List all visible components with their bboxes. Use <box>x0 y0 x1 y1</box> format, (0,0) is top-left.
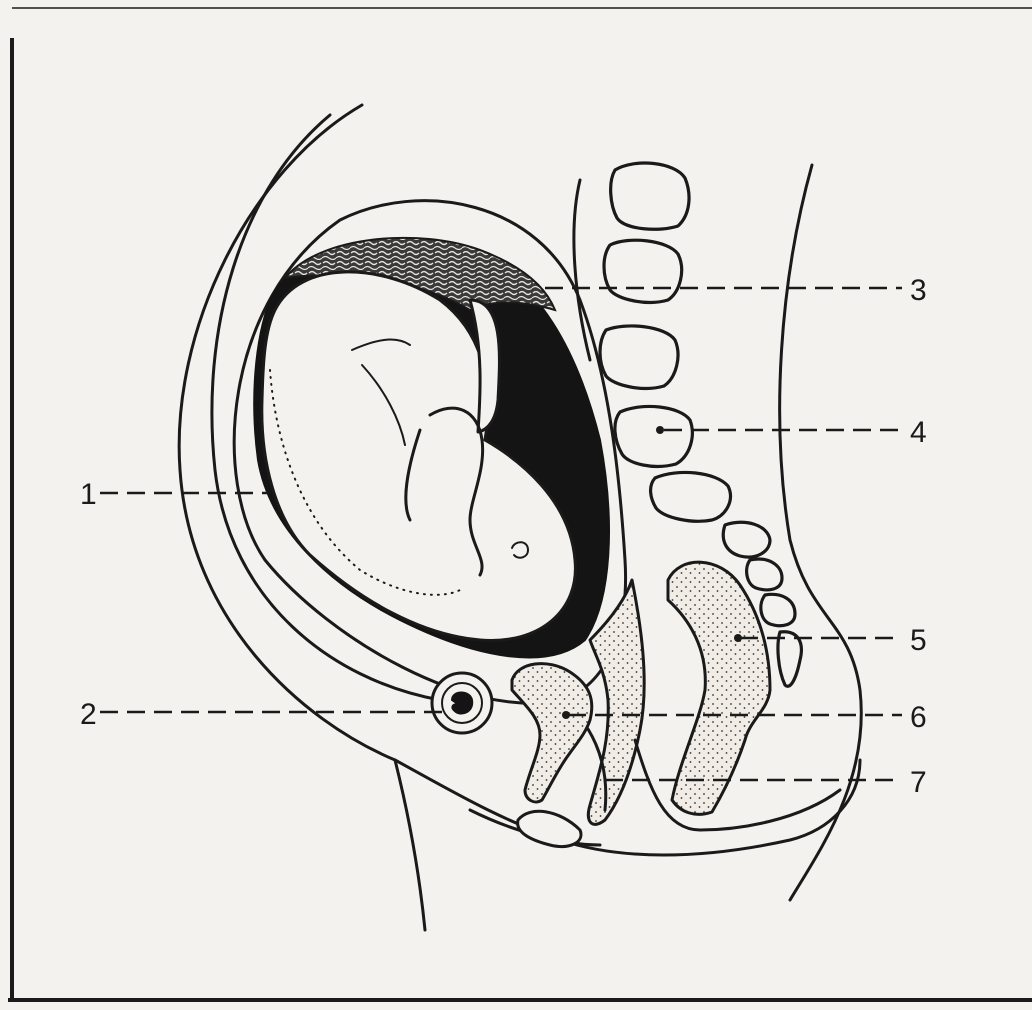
vertebra-1 <box>611 163 689 229</box>
vertebra-pointer-dot <box>656 426 664 434</box>
pubic-bone <box>518 811 581 846</box>
vertebra-3 <box>600 326 678 388</box>
posterior-body-contour <box>780 165 862 900</box>
label-5: 5 <box>910 624 927 657</box>
vertebra-2 <box>604 240 682 302</box>
label-2: 2 <box>80 698 97 731</box>
rectum-body <box>668 562 770 814</box>
spine-anterior-line <box>574 180 590 360</box>
sacral-segment-2 <box>747 559 782 590</box>
coccyx <box>778 632 801 687</box>
sacral-segment-1 <box>723 522 770 557</box>
label-1: 1 <box>80 478 97 511</box>
label-3: 3 <box>910 274 927 307</box>
bladder <box>512 664 592 802</box>
bladder-body <box>512 664 592 802</box>
label-7: 7 <box>910 766 927 799</box>
label-4: 4 <box>910 416 927 449</box>
rectum <box>668 562 770 814</box>
vertebra-4 <box>615 406 692 466</box>
label-6: 6 <box>910 701 927 734</box>
sacral-segment-3 <box>761 594 795 625</box>
umbilical-structure <box>432 673 492 733</box>
vertebra-5 <box>651 472 731 521</box>
umbilicus-core <box>452 693 472 714</box>
